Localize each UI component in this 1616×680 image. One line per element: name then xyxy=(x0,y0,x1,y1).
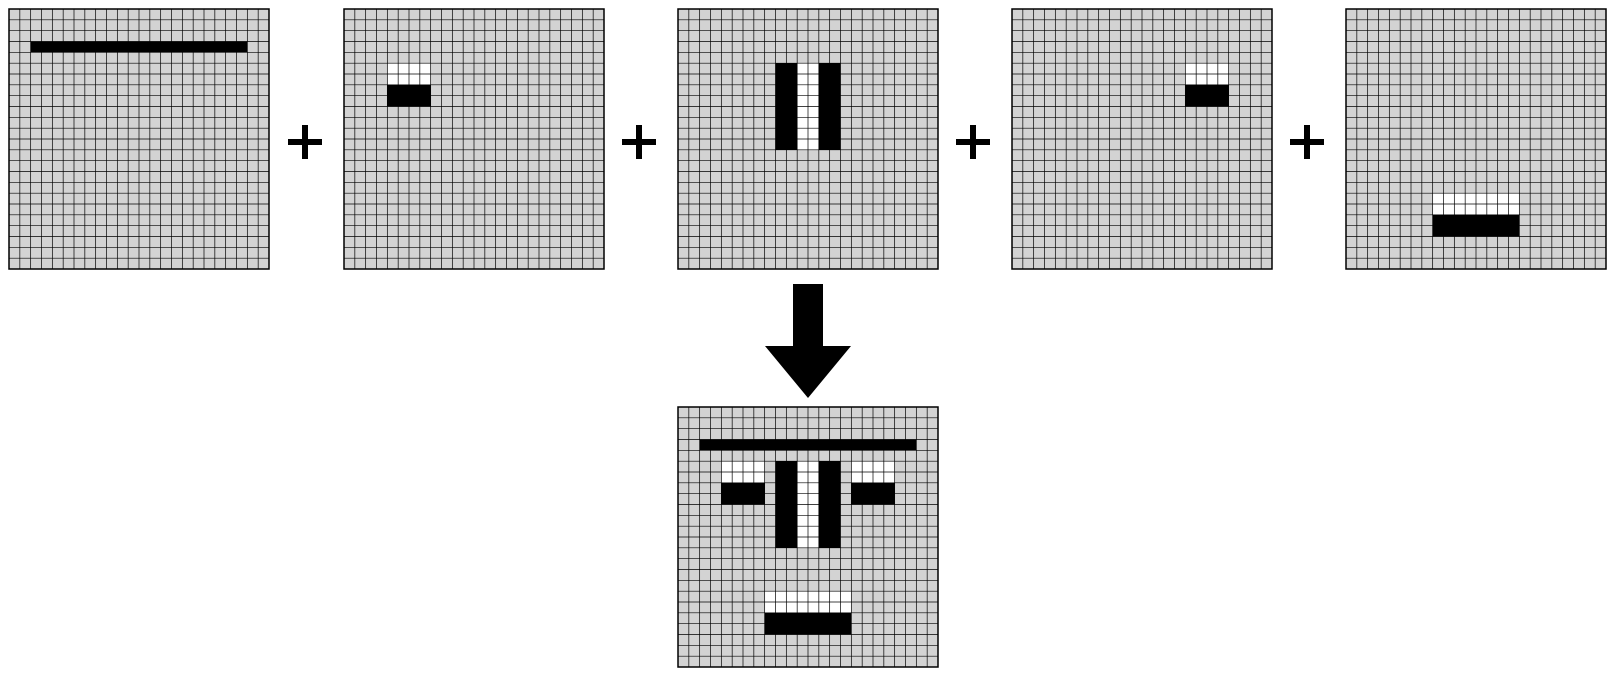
input-grid-1 xyxy=(8,8,270,270)
grid-border xyxy=(1011,8,1273,270)
grid-border xyxy=(677,8,939,270)
down-arrow-icon xyxy=(765,284,851,398)
grid-border xyxy=(343,8,605,270)
input-grid-5 xyxy=(1345,8,1607,270)
plus-icon xyxy=(956,125,990,159)
input-grid-3 xyxy=(677,8,939,270)
grid-border xyxy=(1345,8,1607,270)
plus-icon xyxy=(1290,125,1324,159)
plus-icon xyxy=(288,125,322,159)
grid-border xyxy=(677,406,939,668)
plus-icon xyxy=(622,125,656,159)
grid-border xyxy=(8,8,270,270)
output-grid xyxy=(677,406,939,668)
input-grid-4 xyxy=(1011,8,1273,270)
input-grid-2 xyxy=(343,8,605,270)
